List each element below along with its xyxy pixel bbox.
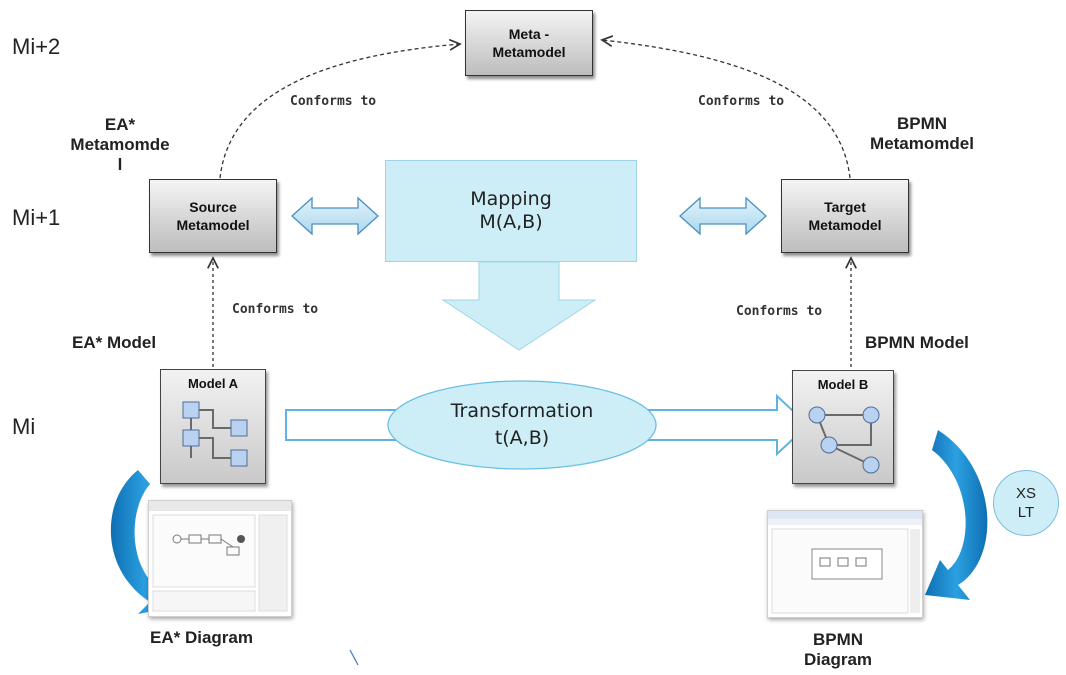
conforms-label-top-left: Conforms to	[290, 94, 377, 109]
model-a-box: Model A	[160, 369, 266, 484]
ea-diagram-label: EA* Diagram	[150, 628, 253, 647]
ea-metamodel-label-line3: l	[117, 155, 123, 174]
ea-diagram-screenshot-image	[149, 501, 291, 612]
bpmn-diagram-thumbnail	[767, 510, 923, 618]
bpmn-diagram-label: BPMN Diagram	[798, 630, 878, 670]
ea-diagram-thumbnail	[148, 500, 292, 617]
double-arrow-left	[291, 196, 379, 236]
level-label-m0: Mi	[12, 414, 36, 439]
xslt-circle: XS LT	[993, 470, 1059, 536]
ea-model-label: EA* Model	[72, 333, 157, 352]
source-metamodel-line1: Source	[189, 199, 237, 215]
mapping-down-arrow	[441, 261, 597, 351]
model-a-title: Model A	[187, 376, 239, 391]
double-arrow-right	[679, 196, 767, 236]
level-label-m1: Mi+1	[12, 205, 61, 230]
mapping-line1: Mapping	[470, 188, 552, 210]
conforms-curve-right	[602, 40, 851, 179]
xslt-line2: LT	[1017, 504, 1035, 521]
target-metamodel-line1: Target	[824, 199, 866, 215]
ea-metamodel-label-line2: Metamomde	[70, 135, 170, 154]
bpmn-metamodel-label-line2: Metamomdel	[870, 134, 974, 153]
bpmn-metamodel-label: BPMN Metamomdel	[852, 114, 992, 154]
curved-arrow-left	[110, 470, 180, 614]
conforms-label-mid-left: Conforms to	[232, 302, 319, 317]
ea-metamodel-label: EA* Metamomde l	[58, 115, 182, 175]
transformation-text: Transformation t(A,B)	[388, 398, 656, 452]
source-metamodel-line2: Metamodel	[176, 217, 250, 233]
transformation-line2: t(A,B)	[494, 427, 550, 449]
conforms-curve-left	[219, 44, 460, 179]
ea-metamodel-label-line1: EA*	[104, 115, 136, 134]
mapping-box: Mapping M(A,B)	[385, 160, 637, 262]
curved-arrow-right	[925, 430, 988, 600]
model-b-title: Model B	[817, 377, 869, 392]
transformation-ellipse	[387, 380, 657, 470]
bpmn-diagram-screenshot-image	[768, 511, 922, 614]
bpmn-diagram-label-line1: BPMN	[812, 630, 864, 649]
transformation-line1: Transformation	[450, 400, 594, 422]
model-a-graph-icon	[182, 401, 248, 467]
meta-metamodel-box: Meta - Metamodel	[465, 10, 593, 76]
source-metamodel-box: Source Metamodel	[149, 179, 277, 253]
meta-metamodel-line1: Meta -	[508, 26, 550, 42]
conforms-label-mid-right: Conforms to	[736, 304, 823, 319]
bpmn-metamodel-label-line1: BPMN	[896, 114, 948, 133]
bpmn-diagram-label-line2: Diagram	[803, 650, 873, 669]
target-metamodel-box: Target Metamodel	[781, 179, 909, 253]
meta-metamodel-line2: Metamodel	[492, 44, 566, 60]
xslt-line1: XS	[1015, 485, 1036, 502]
mapping-line2: M(A,B)	[479, 211, 543, 233]
slash-mark	[349, 649, 359, 666]
level-label-m2: Mi+2	[12, 34, 61, 59]
target-metamodel-line2: Metamodel	[808, 217, 882, 233]
model-b-graph-icon	[808, 406, 880, 474]
bpmn-model-label: BPMN Model	[865, 333, 969, 352]
conforms-label-top-right: Conforms to	[698, 94, 785, 109]
model-b-box: Model B	[792, 370, 894, 484]
